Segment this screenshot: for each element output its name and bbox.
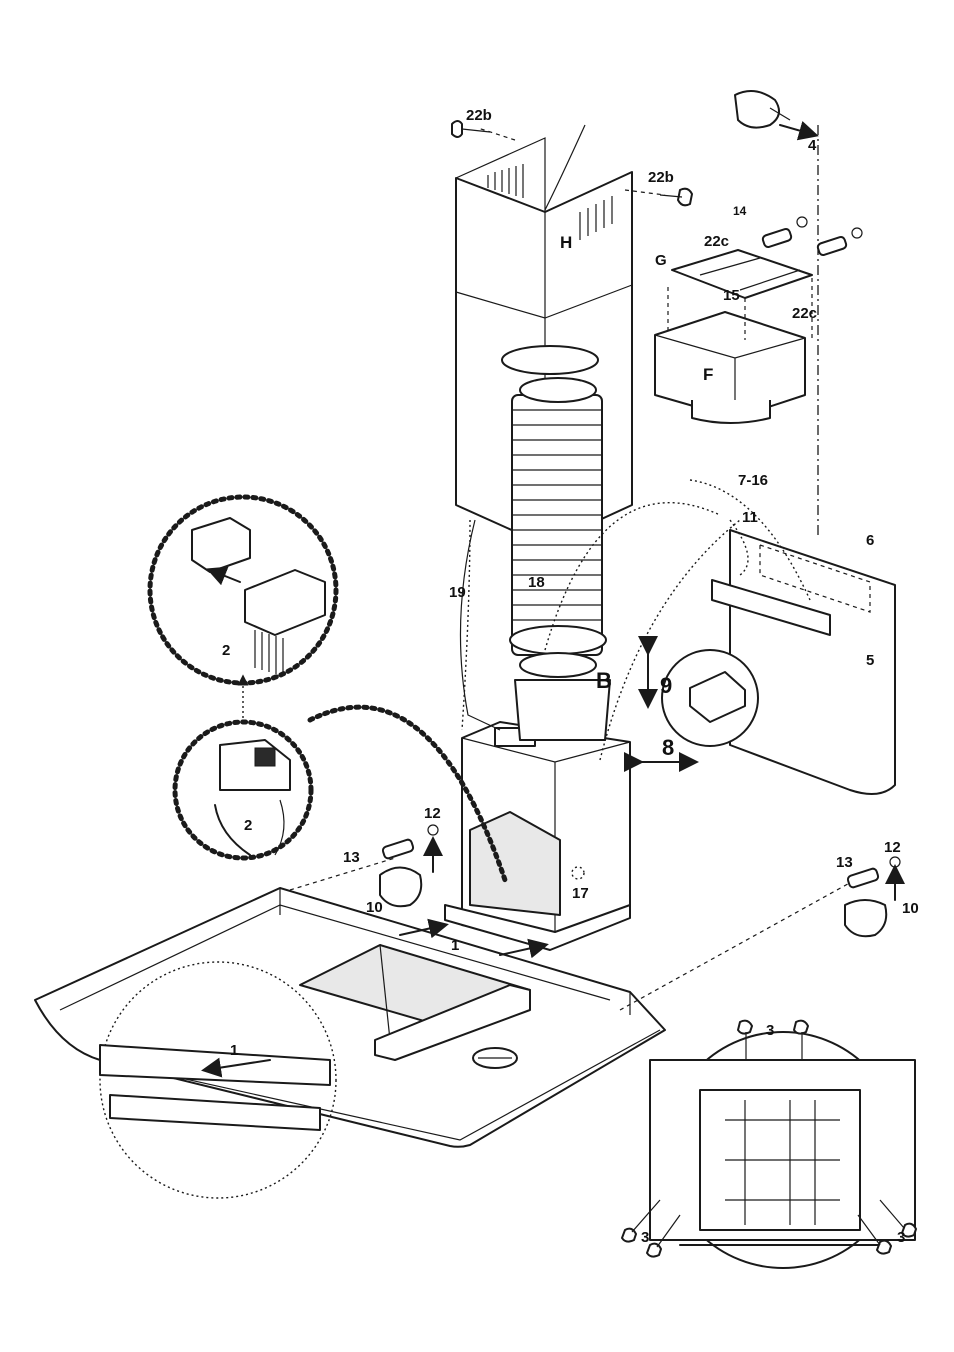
label-22c: 22c <box>704 233 729 250</box>
label-22c: 22c <box>792 305 817 322</box>
label-22b: 22b <box>648 169 674 186</box>
screw-icon <box>879 1199 917 1238</box>
label-9: 9 <box>660 673 672 698</box>
label-7-16: 7-16 <box>738 472 768 489</box>
label-H: H <box>560 233 572 252</box>
screw-icon <box>659 187 693 207</box>
label-3: 3 <box>897 1229 905 1246</box>
label-6: 6 <box>866 532 874 549</box>
power-cable <box>544 124 586 211</box>
label-12: 12 <box>884 839 901 856</box>
label-12: 12 <box>424 805 441 822</box>
power-cable <box>459 519 501 731</box>
wall-plug-icon <box>381 824 439 860</box>
connector-detail-top <box>147 494 339 686</box>
label-2: 2 <box>244 817 252 834</box>
hand-drill-icon <box>844 899 888 938</box>
label-13: 13 <box>343 849 360 866</box>
vent-slots-right <box>579 196 613 240</box>
motor-housing <box>444 721 631 951</box>
wall-plug-icon <box>846 856 901 889</box>
screw-icon <box>646 1214 681 1258</box>
label-14: 14 <box>733 204 747 218</box>
label-1: 1 <box>230 1042 238 1059</box>
label-10: 10 <box>902 900 919 917</box>
flexible-duct <box>501 345 611 741</box>
label-11: 11 <box>742 509 758 526</box>
connector-detail-bottom <box>172 674 508 883</box>
label-18: 18 <box>528 574 545 591</box>
label-10: 10 <box>366 899 383 916</box>
label-17: 17 <box>572 885 589 902</box>
label-4: 4 <box>808 137 817 154</box>
label-5: 5 <box>866 652 874 669</box>
label-B: B <box>596 668 612 693</box>
hood-canopy <box>34 887 666 1148</box>
rail-detail <box>99 961 337 1199</box>
screw-icon <box>621 1199 661 1243</box>
label-1: 1 <box>451 937 459 954</box>
outlet-box-F <box>654 311 806 424</box>
label-3: 3 <box>766 1022 774 1039</box>
vent-slots-left <box>487 164 524 198</box>
label-19: 19 <box>449 584 466 601</box>
label-13: 13 <box>836 854 853 871</box>
screw-icon <box>793 1019 809 1060</box>
wall-plug-icon <box>761 216 808 248</box>
label-F: F <box>703 365 713 384</box>
guide-lines <box>289 125 856 1011</box>
hand-drill-icon <box>734 90 791 129</box>
label-8: 8 <box>662 735 674 760</box>
label-22b: 22b <box>466 107 492 124</box>
bracket-G <box>671 249 813 299</box>
wall-plug-icon <box>816 227 863 256</box>
label-15: 15 <box>723 287 740 304</box>
electrical-detail <box>624 636 759 772</box>
label-2: 2 <box>222 642 230 659</box>
screw-icon <box>451 120 491 138</box>
screw-icon <box>857 1214 892 1255</box>
screw-icon <box>737 1019 753 1060</box>
label-3: 3 <box>641 1229 649 1246</box>
wall-plate <box>711 529 896 795</box>
callout-labels: 22b 22b 4 14 22c G 15 22c H F 7-16 11 6 … <box>222 107 919 1246</box>
label-G: G <box>655 252 667 269</box>
hand-drill-icon <box>379 866 423 908</box>
bracket-screw-detail <box>649 1031 916 1269</box>
assembly-arrows <box>399 120 905 959</box>
